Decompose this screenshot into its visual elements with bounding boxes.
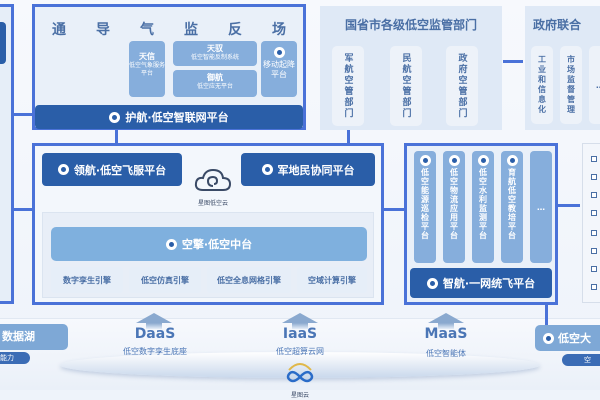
engine-simulation[interactable]: 低空仿真引擎 [129,267,201,293]
platform-logo-icon [419,155,431,166]
platform-logo-icon [165,238,177,250]
connector-left-top [14,113,32,116]
water-monitoring-column[interactable]: 低空水利监测平台 [472,151,494,263]
maas-title: MaaS [424,326,468,342]
tianxin-box[interactable]: 天信 低空气象服务平台 [129,41,165,97]
daas-arrow-icon [136,313,172,323]
left-panel-dark-block [0,22,6,64]
list-bullet [591,210,597,216]
right-panel: 低空能源巡检平台 低空物流应用平台 低空水利监测平台 育航低空教培平台 … 智航… [404,143,558,305]
right-list-panel [582,143,600,303]
platform-logo-icon [506,155,518,166]
dept-civil: 民航空管部门 [390,46,422,126]
regulators-panel: 国省市各级低空监管部门 军航空管部门 民航空管部门 政府空管部门 [320,6,502,130]
platform-logo-icon [448,155,460,166]
left-panel-frame [0,4,14,304]
xingtu-cloud-logo: 星图云 [283,360,317,399]
list-bullet [591,266,597,272]
dept-military: 军航空管部门 [332,46,364,126]
daas-arrow-stem [146,323,162,329]
training-column[interactable]: 育航低空教培平台 [501,151,523,263]
energy-inspection-column[interactable]: 低空能源巡检平台 [414,151,436,263]
cloud-icon [194,168,232,191]
iaas-arrow-icon [282,313,318,323]
low-altitude-pill: 空 [562,354,600,366]
huhang-platform-bar[interactable]: 护航·低空智联网平台 [35,105,303,129]
dept-government: 政府空管部门 [446,46,478,126]
maas-arrow-icon [428,313,464,323]
connector-reg-gov [503,60,523,63]
yuhang-box[interactable]: 御航 低空应无平台 [173,70,257,97]
more-column[interactable]: … [530,151,552,263]
regulators-title: 国省市各级低空监管部门 [344,18,477,32]
dept-more: … [589,46,600,124]
middle-panel: 领航·低空飞服平台 军地民协同平台 星图低空云 空擎·低空中台 数字孪生引擎 低… [32,143,384,305]
tianyu-box[interactable]: 天驭 低空智能反制系统 [173,41,257,66]
engine-holographic-grid[interactable]: 低空全息网格引擎 [207,267,291,293]
engine-airspace-compute[interactable]: 空域计算引擎 [297,267,367,293]
zhongtai-area: 空擎·低空中台 数字孪生引擎 低空仿真引擎 低空全息网格引擎 空域计算引擎 [42,212,374,298]
platform-logo-icon [543,332,554,344]
connector-left-mid [14,208,32,211]
xingtu-cloud-label: 星图云 [290,392,309,399]
iaas-subtitle: 低空超算云网 [276,347,324,356]
infinity-logo-icon [286,363,314,383]
government-panel: 政府联合 工业和信息化 市场监督管理 … [525,6,600,130]
connector-right-foundation [545,305,548,325]
government-title: 政府联合 [533,18,582,32]
platform-logo-icon [261,164,273,175]
engine-digital-twin[interactable]: 数字孪生引擎 [51,267,123,293]
platform-logo-icon [426,277,438,289]
military-civil-platform-bar[interactable]: 军地民协同平台 [241,153,375,186]
cloud-logo: 星图低空云 [193,166,233,208]
maas-arrow-stem [438,323,454,329]
dept-market: 市场监督管理 [560,46,582,124]
iaas-arrow-stem [292,323,308,329]
list-bullet [591,192,597,198]
logistics-column[interactable]: 低空物流应用平台 [443,151,465,263]
daas-subtitle: 低空数字孪生底座 [123,347,187,356]
platform-logo-icon [109,111,121,123]
low-altitude-big-box[interactable]: 低空大 [535,325,600,351]
daas-title: DaaS [134,326,176,342]
maas-subtitle: 低空智能体 [426,349,466,358]
platform-logo-icon [477,155,489,166]
column-dao: 导 [83,11,123,101]
connector-reg-down [347,130,350,144]
platform-logo-icon [273,47,285,58]
list-bullet [591,230,597,236]
kongqing-platform-bar[interactable]: 空擎·低空中台 [51,227,367,261]
cloud-label: 星图低空云 [197,200,228,207]
list-bullet [591,284,597,290]
connector-mid-right [384,208,406,211]
connector-right-list [558,204,580,207]
connector-top-mid [115,130,118,144]
iaas-title: IaaS [282,326,318,342]
data-lake-pill: 能力 [0,352,30,364]
mobile-takeoff-box[interactable]: 移动起降平台 [261,41,297,97]
list-bullet [591,248,597,254]
list-bullet [591,156,597,162]
platform-logo-icon [57,164,69,175]
top-left-panel: 通 导 气 监 反 场 天信 低空气象服务平台 天驭 低空智能反制系统 御航 低… [32,4,306,130]
list-bullet [591,174,597,180]
linghang-platform-bar[interactable]: 领航·低空飞服平台 [42,153,182,186]
dept-industry: 工业和信息化 [531,46,553,124]
zhihang-platform-bar[interactable]: 智航·一网统飞平台 [410,268,552,298]
data-lake-box[interactable]: 数据湖 [0,324,68,350]
column-tong: 通 [39,11,79,101]
